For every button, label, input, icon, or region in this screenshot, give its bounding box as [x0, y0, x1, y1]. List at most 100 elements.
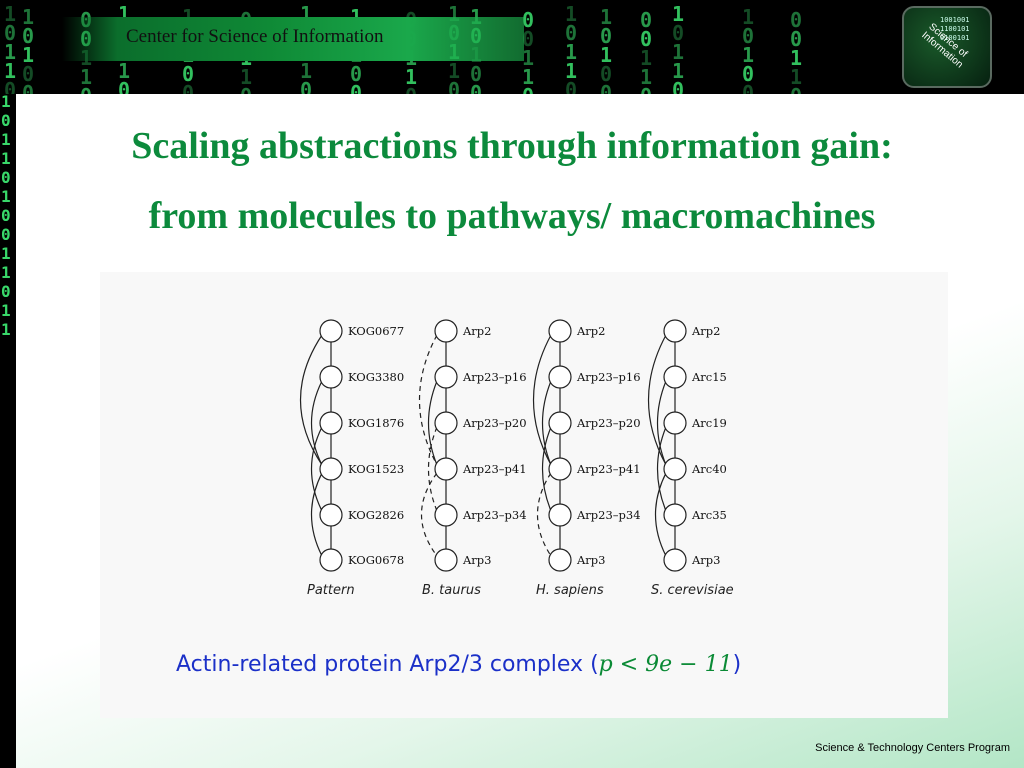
- science-of-information-logo-icon: 1001001 1100101 0100101 Science of Infor…: [902, 6, 992, 88]
- edge-arc: [654, 472, 667, 557]
- matrix-glyph: 0: [742, 62, 755, 86]
- caption-open-paren: (: [590, 652, 599, 677]
- column-label: Pattern: [307, 583, 355, 598]
- matrix-glyph: 0: [790, 8, 803, 32]
- node-label: KOG2826: [348, 508, 404, 522]
- matrix-glyph: 1: [790, 65, 803, 89]
- matrix-glyph: 0: [240, 86, 252, 94]
- matrix-glyph: 0: [672, 78, 685, 94]
- matrix-glyph: 0: [790, 27, 803, 51]
- matrix-glyph: 1: [672, 2, 685, 26]
- node-circle: [663, 503, 687, 527]
- matrix-glyph: 1: [1, 244, 11, 263]
- node-circle: [663, 457, 687, 481]
- logo-digit-row: 0100101: [940, 34, 970, 42]
- node-circle: [663, 548, 687, 572]
- matrix-glyph: 0: [672, 21, 685, 45]
- matrix-glyph: 1: [1, 263, 11, 282]
- logo-digits: 1001001 1100101 0100101: [940, 16, 970, 43]
- matrix-glyph: 0: [522, 27, 535, 51]
- caption-close-paren: ): [732, 652, 742, 677]
- matrix-glyph: 1: [22, 5, 35, 29]
- logo-digit-row: 1100101: [940, 25, 970, 33]
- matrix-glyph: 0: [742, 81, 755, 94]
- matrix-glyph: 1: [742, 43, 755, 67]
- edge-arc: [541, 426, 552, 512]
- node-label: Arp23–p34: [462, 508, 527, 522]
- matrix-glyph: 1: [4, 40, 17, 64]
- matrix-glyph: 1: [80, 65, 93, 89]
- matrix-glyph: 1: [565, 40, 578, 64]
- matrix-glyph: 0: [182, 81, 195, 94]
- node-label: Arp3: [462, 553, 491, 567]
- node-circle: [663, 411, 687, 435]
- column-label: H. sapiens: [536, 583, 604, 598]
- matrix-glyph: 0: [565, 21, 578, 45]
- node-label: Arc19: [691, 416, 727, 430]
- matrix-glyph: 0: [742, 24, 755, 48]
- node-circle: [548, 548, 572, 572]
- edge-arc: [656, 426, 667, 512]
- matrix-glyph: 1: [4, 59, 17, 83]
- matrix-glyph: 1: [565, 59, 578, 83]
- matrix-glyph: 1: [22, 43, 35, 67]
- matrix-glyph: 0: [4, 21, 17, 45]
- caption-p-value: p < 9e − 11: [598, 652, 733, 677]
- matrix-glyph: 1: [4, 2, 17, 26]
- node-label: Arp23–p16: [576, 370, 641, 384]
- node-circle: [319, 457, 343, 481]
- edge-arc: [420, 472, 438, 557]
- matrix-glyph: 0: [640, 27, 653, 51]
- matrix-glyph: 0: [470, 62, 483, 86]
- node-label: Arp23–p34: [576, 508, 641, 522]
- matrix-glyph: 0: [22, 24, 35, 48]
- node-label: KOG0678: [348, 553, 404, 567]
- node-circle: [548, 503, 572, 527]
- logo-digit-row: 1001001: [940, 16, 970, 24]
- column-label: S. cerevisiae: [651, 583, 734, 598]
- node-circle: [663, 319, 687, 343]
- matrix-glyph: 1: [790, 46, 803, 70]
- edge-arc: [418, 334, 438, 466]
- org-banner: [62, 17, 524, 61]
- matrix-glyph: 1: [1, 301, 11, 320]
- node-label: Arp2: [691, 324, 720, 338]
- matrix-glyph: 0: [640, 86, 652, 94]
- edge-arc: [656, 380, 667, 466]
- figure-caption: Actin-related protein Arp2/3 complex (p …: [176, 652, 741, 677]
- matrix-glyph: 0: [1, 111, 11, 130]
- node-label: Arp23–p16: [462, 370, 527, 384]
- edge-arc: [310, 380, 323, 466]
- footer-program: Science & Technology Centers Program: [815, 742, 1010, 754]
- edge-arc: [532, 334, 552, 466]
- node-circle: [319, 548, 343, 572]
- node-circle: [434, 548, 458, 572]
- matrix-glyph: 0: [600, 24, 613, 48]
- column-label: B. taurus: [422, 583, 481, 598]
- matrix-glyph: 0: [405, 86, 417, 94]
- matrix-glyph: 0: [600, 62, 613, 86]
- edge-arc: [647, 334, 667, 466]
- matrix-glyph: 1: [672, 40, 685, 64]
- node-label: KOG1523: [348, 462, 404, 476]
- node-circle: [319, 319, 343, 343]
- node-circle: [548, 319, 572, 343]
- node-label: Arc35: [691, 508, 727, 522]
- matrix-glyph: 0: [640, 8, 653, 32]
- caption-text: Actin-related protein Arp2/3 complex: [176, 652, 584, 677]
- slide-title-line-2: from molecules to pathways/ macromachine…: [148, 195, 876, 237]
- node-label: Arc15: [691, 370, 727, 384]
- matrix-glyph: 1: [1, 320, 11, 339]
- matrix-glyph: 1: [600, 5, 613, 29]
- node-circle: [548, 457, 572, 481]
- matrix-glyph: 0: [522, 8, 535, 32]
- node-circle: [434, 457, 458, 481]
- matrix-glyph: 0: [600, 81, 613, 94]
- node-label: Arp23–p41: [576, 462, 641, 476]
- matrix-glyph: 1: [742, 5, 755, 29]
- edge-arc: [310, 426, 323, 512]
- node-circle: [434, 319, 458, 343]
- matrix-glyph: 0: [300, 78, 313, 94]
